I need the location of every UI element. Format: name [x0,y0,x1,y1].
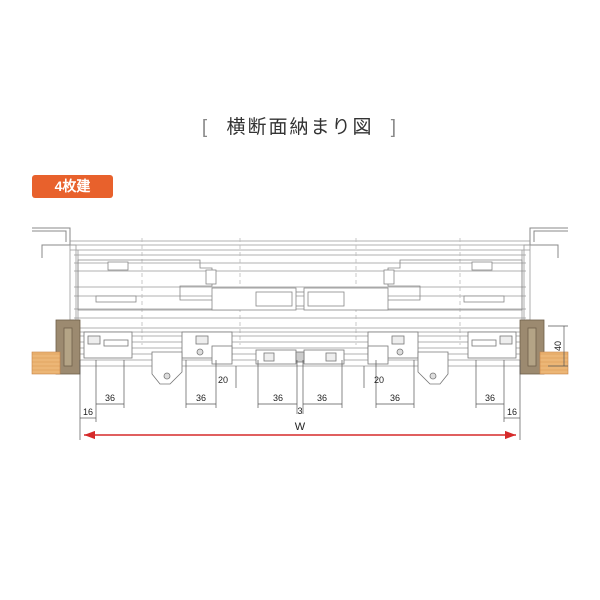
dim-left-outer-16: 16 [83,407,93,417]
title-open-bracket: [ [201,117,210,138]
dim-center-gap: 3 [297,406,302,416]
wall-outline [32,227,568,258]
dim-right-20: 20 [374,375,384,385]
lower-sash-left [83,331,233,385]
dim-overall-w: W [295,421,306,433]
dim-left-20: 20 [218,375,228,385]
wood-trim [31,351,569,375]
dim-right-outer-16: 16 [507,407,517,417]
dim-right-mid-36: 36 [390,393,400,403]
dim-left-36: 36 [105,393,115,403]
dimension-lines [79,325,568,440]
dim-center-right-36: 36 [317,393,327,403]
dim-right-36: 36 [485,393,495,403]
panel-count-badge: 4枚建 [32,175,113,198]
center-meeting-stiles [211,287,389,311]
title-text: 横断面納まり図 [226,117,374,138]
head-rail [70,240,530,319]
lower-sash-right [367,331,517,385]
break-lines [141,238,461,345]
title-close-bracket: ] [390,117,399,138]
upper-profile-left [77,259,241,311]
lower-center-stiles [255,349,345,365]
dim-height-40: 40 [553,341,563,351]
dim-center-left-36: 36 [273,393,283,403]
diagram-title: [ 横断面納まり図 ] [0,112,600,139]
frame-blocks [55,319,545,375]
upper-profile-right [359,259,523,311]
dim-left-mid-36: 36 [196,393,206,403]
